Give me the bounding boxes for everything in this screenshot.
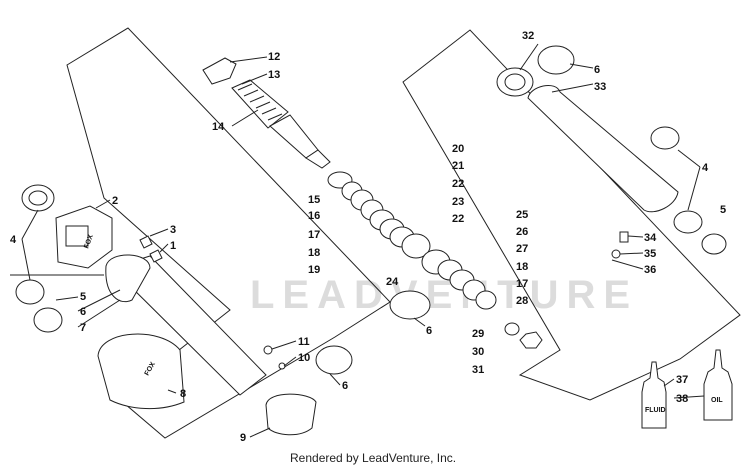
callout-7: 7 bbox=[80, 322, 86, 334]
callout-31: 31 bbox=[472, 364, 484, 376]
fluid-bottle-label: FLUID bbox=[645, 407, 666, 414]
callout-26: 26 bbox=[516, 226, 528, 238]
callout-15: 15 bbox=[308, 194, 320, 206]
callout-14: 14 bbox=[212, 121, 225, 133]
shim-28 bbox=[475, 290, 497, 310]
callout-3: 3 bbox=[170, 224, 176, 236]
callout-4-right: 4 bbox=[702, 162, 709, 174]
callout-12: 12 bbox=[268, 51, 280, 63]
bushing-4-right bbox=[650, 126, 680, 150]
plane-left bbox=[66, 27, 391, 439]
callout-5-right: 5 bbox=[720, 204, 726, 216]
callout-11: 11 bbox=[298, 336, 310, 348]
footer-credit: Rendered by LeadVenture, Inc. bbox=[290, 451, 456, 465]
fox-sleeve-8 bbox=[97, 333, 185, 410]
fluid-bottles bbox=[641, 349, 733, 429]
shaft-tip bbox=[305, 149, 331, 169]
callout-21: 21 bbox=[452, 160, 464, 172]
callout-6-center: 6 bbox=[426, 325, 432, 337]
bushing-4-top-inner bbox=[28, 190, 48, 206]
callout-29: 29 bbox=[472, 328, 484, 340]
callout-16: 16 bbox=[308, 210, 320, 222]
nut-31 bbox=[519, 331, 543, 349]
piston-23 bbox=[401, 233, 431, 259]
callout-34: 34 bbox=[644, 232, 657, 244]
washer-29 bbox=[504, 322, 520, 336]
callout-22-a: 22 bbox=[452, 178, 464, 190]
callout-20: 20 bbox=[452, 143, 464, 155]
shaft-threads bbox=[237, 83, 283, 121]
shaft-assembly bbox=[202, 57, 331, 169]
callout-17: 17 bbox=[308, 229, 320, 241]
ball-10 bbox=[278, 362, 286, 370]
callout-5-left: 5 bbox=[80, 291, 86, 303]
watermark-text: LEADVENTURE bbox=[250, 273, 638, 317]
callout-35: 35 bbox=[644, 248, 656, 260]
callout-18-b: 18 bbox=[516, 261, 528, 273]
shaft-body bbox=[269, 114, 319, 159]
leader-lines bbox=[21, 43, 705, 438]
callout-labels: 12 13 14 2 3 1 4 5 6 7 8 9 10 11 6 15 16… bbox=[10, 30, 726, 444]
valve-3 bbox=[139, 235, 153, 249]
callout-4-left: 4 bbox=[10, 234, 17, 246]
callout-8: 8 bbox=[180, 388, 186, 400]
oil-bottle-label: OIL bbox=[711, 397, 723, 404]
callout-24: 24 bbox=[386, 276, 399, 288]
callout-27: 27 bbox=[516, 243, 528, 255]
spacer-5-right bbox=[673, 210, 703, 234]
callout-6-top-right: 6 bbox=[594, 64, 600, 76]
callout-19: 19 bbox=[308, 264, 320, 276]
cap-slot bbox=[65, 225, 89, 247]
piston-ring-6-center bbox=[389, 290, 431, 320]
spacer-5 bbox=[33, 307, 63, 333]
ball-11 bbox=[263, 345, 273, 355]
callout-6-bottom: 6 bbox=[342, 380, 348, 392]
callout-2: 2 bbox=[112, 195, 118, 207]
piston-stack bbox=[327, 171, 543, 349]
callout-25: 25 bbox=[516, 209, 528, 221]
seal-32-inner bbox=[504, 73, 526, 91]
callout-22-b: 22 bbox=[452, 213, 464, 225]
end-cap-9 bbox=[265, 393, 317, 436]
callout-13: 13 bbox=[268, 69, 280, 81]
callout-38: 38 bbox=[676, 393, 688, 405]
ball-35 bbox=[611, 249, 621, 259]
callout-10: 10 bbox=[298, 352, 310, 364]
callout-1: 1 bbox=[170, 240, 176, 252]
valve-34 bbox=[619, 231, 629, 243]
tube-sleeve-6 bbox=[105, 254, 151, 302]
callout-32: 32 bbox=[522, 30, 534, 42]
oring-6-bottom bbox=[315, 345, 353, 375]
callout-6-left: 6 bbox=[80, 306, 86, 318]
callout-33: 33 bbox=[594, 81, 606, 93]
callout-28: 28 bbox=[516, 295, 528, 307]
fox-logo-cap: FOX bbox=[83, 233, 95, 249]
body-tube-33 bbox=[527, 84, 679, 213]
callout-18: 18 bbox=[308, 247, 320, 259]
callout-17-b: 17 bbox=[516, 278, 528, 290]
right-assembly bbox=[496, 45, 727, 259]
left-assembly bbox=[15, 184, 353, 436]
oil-bottle-38 bbox=[703, 349, 733, 421]
valve-1 bbox=[149, 249, 163, 263]
bushing-4-bottom bbox=[15, 279, 45, 305]
callout-9: 9 bbox=[240, 432, 246, 444]
callout-37: 37 bbox=[676, 374, 688, 386]
oring-6-top bbox=[537, 45, 575, 75]
callout-36: 36 bbox=[644, 264, 656, 276]
callout-23: 23 bbox=[452, 196, 464, 208]
callout-30: 30 bbox=[472, 346, 484, 358]
shaft-eye bbox=[202, 57, 237, 85]
fluid-bottle-37 bbox=[641, 361, 667, 429]
spacer-5-lower bbox=[701, 233, 727, 255]
